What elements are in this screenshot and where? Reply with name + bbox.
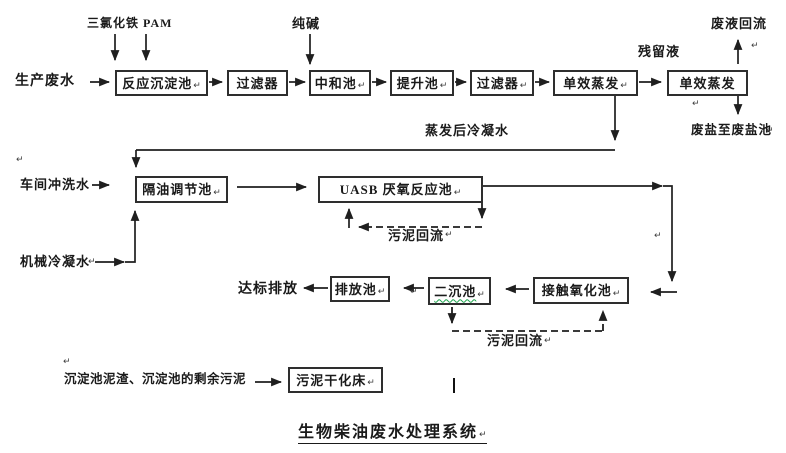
node-label: 单效蒸发 bbox=[563, 75, 620, 91]
paragraph-mark: ↵ bbox=[367, 378, 375, 388]
node-label: 二沉池 bbox=[434, 283, 477, 299]
line-uasb-output-elbow bbox=[663, 185, 677, 283]
node-label: 提升池 bbox=[396, 75, 439, 91]
node-filter-2: 过滤器↵ bbox=[470, 70, 534, 96]
paragraph-mark: ↵ bbox=[692, 99, 700, 109]
paragraph-mark: ↵ bbox=[519, 81, 528, 91]
text-cursor bbox=[453, 378, 455, 393]
label-waste-salt: 废盐至废盐池 bbox=[691, 123, 773, 138]
label-mechanical-condensate-text: 机械冷凝水 bbox=[20, 254, 91, 269]
label-sedimentation-sludge: 沉淀池泥渣、沉淀池的剩余污泥 bbox=[64, 372, 247, 387]
paragraph-mark: ↵ bbox=[410, 287, 418, 297]
paragraph-mark: ↵ bbox=[751, 41, 759, 51]
node-uasb-anaerobic-reactor: UASB 厌氧反应池↵ bbox=[318, 176, 483, 203]
arrow-mechanical-up-into-oil-tank bbox=[125, 209, 140, 263]
node-oil-separation-regulation-tank: 隔油调节池↵ bbox=[135, 176, 228, 203]
node-label: 排放池 bbox=[334, 281, 377, 297]
label-mechanical-condensate: 机械冷凝水 bbox=[20, 254, 91, 269]
node-single-effect-evaporation-2: 单效蒸发 bbox=[667, 70, 748, 96]
label-soda-ash-text: 纯碱 bbox=[292, 16, 321, 31]
paragraph-mark: ↵ bbox=[445, 230, 453, 240]
paragraph-mark: ↵ bbox=[88, 257, 96, 267]
paragraph-mark: ↵ bbox=[544, 336, 552, 346]
paragraph-mark: ↵ bbox=[654, 231, 662, 241]
label-standard-discharge: 达标排放 bbox=[238, 282, 298, 297]
label-condensate-after-evaporation: 蒸发后冷凝水 bbox=[425, 123, 510, 138]
label-sludge-reflux-oxidation-text: 污泥回流 bbox=[487, 333, 544, 348]
paragraph-mark: ↵ bbox=[377, 287, 386, 297]
label-production-wastewater-text: 生产废水 bbox=[15, 74, 75, 89]
dashed-sludge-return-lines bbox=[357, 203, 608, 332]
node-secondary-sedimentation-tank: 二沉池↵ bbox=[428, 277, 491, 305]
node-reaction-sedimentation-tank: 反应沉淀池↵ bbox=[115, 70, 208, 96]
paragraph-mark: ↵ bbox=[766, 126, 774, 136]
paragraph-mark: ↵ bbox=[63, 357, 71, 367]
label-soda-ash: 纯碱 bbox=[292, 16, 321, 31]
label-residual-liquid: 残留液 bbox=[638, 44, 681, 59]
paragraph-mark: ↵ bbox=[453, 188, 462, 198]
label-production-wastewater: 生产废水 bbox=[15, 74, 75, 89]
paragraph-mark: ↵ bbox=[213, 188, 221, 198]
paragraph-mark: ↵ bbox=[193, 81, 201, 91]
node-label: UASB 厌氧反应池 bbox=[339, 182, 453, 197]
node-label: 隔油调节池 bbox=[142, 182, 213, 197]
paragraph-mark: ↵ bbox=[612, 289, 621, 299]
label-coagulant-text: 三氯化铁 PAM bbox=[87, 16, 173, 30]
node-lift-tank: 提升池↵ bbox=[390, 70, 454, 96]
label-coagulant: 三氯化铁 PAM bbox=[87, 16, 173, 30]
node-label: 反应沉淀池 bbox=[122, 75, 193, 91]
label-sludge-reflux-oxidation: 污泥回流 bbox=[487, 333, 544, 348]
node-label: 单效蒸发 bbox=[679, 75, 736, 91]
node-contact-oxidation-tank: 接触氧化池↵ bbox=[533, 277, 629, 304]
node-label: 过滤器 bbox=[236, 75, 279, 91]
node-label: 接触氧化池 bbox=[541, 283, 612, 298]
paragraph-mark: ↵ bbox=[357, 81, 366, 91]
node-label: 过滤器 bbox=[476, 75, 519, 91]
node-label: 污泥干化床 bbox=[296, 372, 367, 388]
label-waste-liquid-reflux-text: 废液回流 bbox=[711, 16, 768, 31]
label-sedimentation-sludge-text: 沉淀池泥渣、沉淀池的剩余污泥 bbox=[64, 372, 247, 386]
label-condensate-text: 蒸发后冷凝水 bbox=[425, 123, 510, 138]
node-single-effect-evaporation-1: 单效蒸发↵ bbox=[553, 70, 638, 96]
node-discharge-tank: 排放池↵ bbox=[330, 276, 390, 302]
node-filter-1: 过滤器 bbox=[227, 70, 288, 96]
node-neutralization-tank: 中和池↵ bbox=[309, 70, 371, 96]
label-workshop-flushing-water: 车间冲洗水 bbox=[20, 177, 91, 192]
paragraph-mark: ↵ bbox=[439, 81, 448, 91]
node-sludge-drying-bed: 污泥干化床↵ bbox=[288, 367, 383, 393]
paragraph-mark: ↵ bbox=[477, 290, 485, 300]
diagram-title-text: 生物柴油废水处理系统 bbox=[298, 424, 479, 441]
label-sludge-reflux-uasb-text: 污泥回流 bbox=[388, 228, 445, 243]
label-waste-salt-text: 废盐至废盐池 bbox=[691, 123, 773, 137]
paragraph-mark: ↵ bbox=[16, 155, 24, 165]
paragraph-mark: ↵ bbox=[620, 81, 628, 91]
label-waste-liquid-reflux: 废液回流 bbox=[711, 16, 768, 31]
node-label: 中和池 bbox=[314, 75, 357, 91]
label-standard-discharge-text: 达标排放 bbox=[238, 282, 298, 297]
label-workshop-flushing-water-text: 车间冲洗水 bbox=[20, 177, 91, 192]
label-sludge-reflux-uasb: 污泥回流 bbox=[388, 228, 445, 243]
label-residual-liquid-text: 残留液 bbox=[638, 44, 681, 59]
diagram-title: 生物柴油废水处理系统↵ bbox=[298, 424, 487, 445]
paragraph-mark: ↵ bbox=[479, 430, 487, 440]
